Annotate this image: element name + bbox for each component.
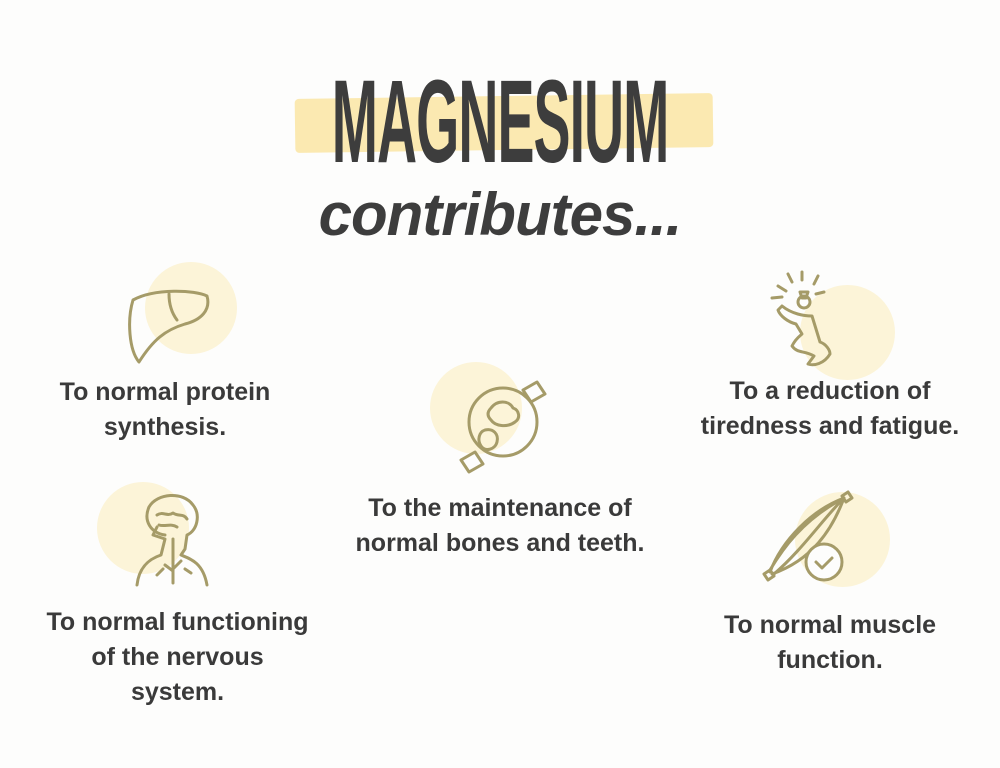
icon-backdrop [145,262,237,354]
icon-backdrop [430,362,522,454]
liver-icon [128,289,210,364]
brain-nervous-system-icon [135,494,209,587]
page-title: MAGNESIUM [331,56,670,188]
energetic-person-icon [770,270,832,367]
bone-joint-icon [459,380,547,474]
page-subtitle: contributes... [318,181,683,248]
muscle-check-icon [762,490,854,582]
